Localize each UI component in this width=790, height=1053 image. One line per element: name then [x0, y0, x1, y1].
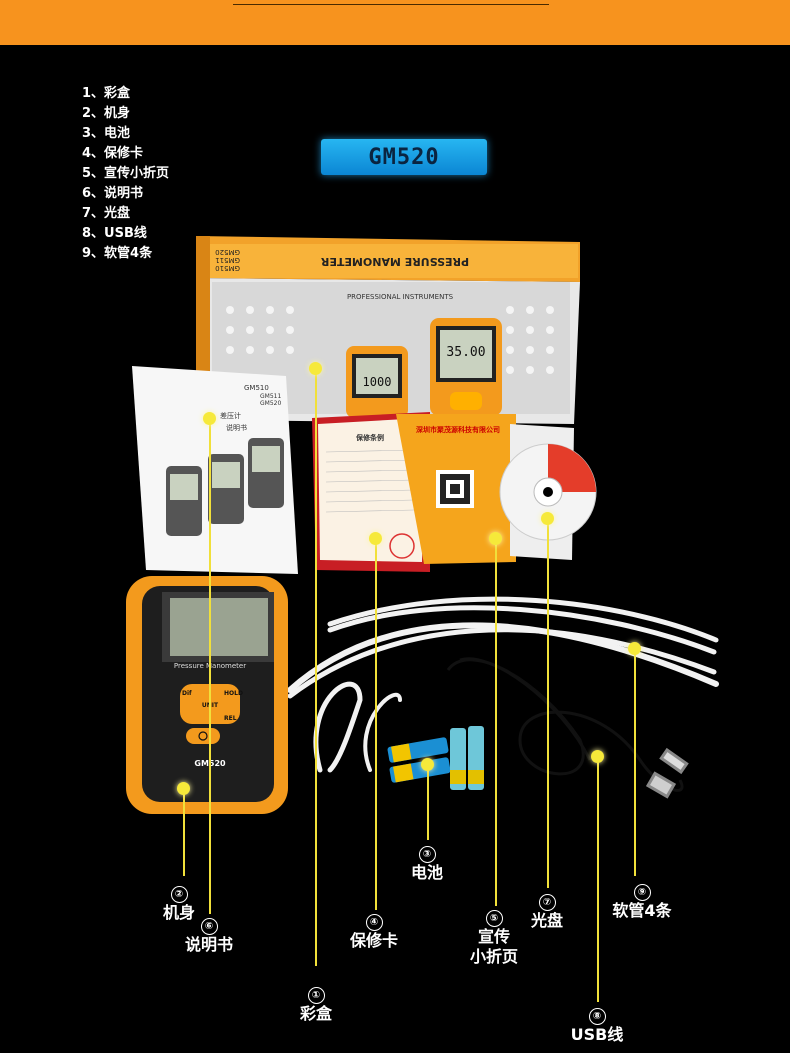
box-display: 35.00	[446, 345, 485, 360]
callout-label: 彩盒	[299, 1004, 332, 1023]
leader-line-8	[597, 756, 599, 1002]
callout-label: 保修卡	[349, 931, 398, 950]
callout-label: USB线	[570, 1025, 624, 1044]
marker-dot	[369, 532, 382, 545]
callout-usb: ⑧ USB线	[566, 1004, 628, 1045]
manual-title: 差压计	[220, 411, 241, 420]
batteries	[387, 726, 484, 790]
list-item: 2、机身	[82, 106, 131, 121]
box-model: GM510	[215, 264, 240, 272]
manometer-device: Pressure Manometer Dif HOLD UNIT REL GM5…	[126, 576, 288, 814]
callout-number: ⑧	[588, 1008, 606, 1025]
warranty-card: 保修条例	[312, 412, 430, 572]
callout-label: 电池	[410, 863, 443, 882]
color-box: PRESSURE MANOMETER GM520 GM511 GM510 PRO…	[196, 236, 580, 424]
marker-dot	[421, 758, 434, 771]
list-item: 7、光盘	[82, 206, 131, 221]
callout-number: ②	[170, 886, 188, 903]
callout-label: 光盘	[530, 911, 563, 930]
callout-battery: ③ 电池	[404, 842, 450, 883]
leader-line-5	[495, 538, 497, 906]
box-title: PRESSURE MANOMETER	[320, 255, 469, 268]
manual-model: GM520	[260, 400, 281, 407]
list-item: 3、电池	[82, 126, 131, 141]
leader-line-2	[183, 788, 185, 876]
warranty-title: 保修条例	[355, 433, 384, 442]
leader-line-9	[634, 648, 636, 876]
marker-dot	[309, 362, 322, 375]
marker-dot	[541, 512, 554, 525]
leader-line-3	[427, 764, 429, 840]
callout-manual: ⑥ 说明书	[180, 914, 238, 955]
box-model: GM511	[215, 256, 240, 264]
callout-cd: ⑦ 光盘	[524, 890, 570, 931]
callout-tubes: ⑨ 软管4条	[604, 880, 680, 921]
callout-number: ⑦	[538, 894, 556, 911]
leader-line-6	[209, 418, 211, 914]
soft-tubes	[287, 596, 719, 773]
list-item: 5、宣传小折页	[82, 166, 170, 181]
list-item: 1、彩盒	[82, 86, 131, 101]
marker-dot	[591, 750, 604, 763]
list-item: 9、软管4条	[82, 246, 153, 261]
box-subtitle: PROFESSIONAL INSTRUMENTS	[347, 293, 454, 301]
marker-dot	[489, 532, 502, 545]
callout-leaflet: ⑤ 宣传 小折页	[462, 906, 526, 967]
model-badge: GM520	[321, 139, 487, 175]
leader-line-4	[375, 538, 377, 910]
list-item: 4、保修卡	[82, 146, 144, 161]
box-model: GM520	[215, 248, 240, 256]
list-item: 8、USB线	[82, 226, 147, 241]
callout-label: 软管4条	[612, 901, 672, 920]
callout-number: ③	[418, 846, 436, 863]
callout-warranty: ④ 保修卡	[344, 910, 404, 951]
callout-box: ① 彩盒	[290, 983, 342, 1024]
callout-number: ⑨	[633, 884, 651, 901]
manual-model: GM510	[244, 384, 269, 392]
callout-label: 小折页	[469, 947, 518, 966]
callout-number: ⑤	[485, 910, 503, 927]
cd-disc	[499, 424, 597, 560]
device-button-label: REL	[224, 715, 237, 722]
leaflet-company: 深圳市聚茂源科技有限公司	[416, 425, 500, 434]
box-display: 1000	[363, 375, 392, 389]
manual-subtitle: 说明书	[226, 423, 247, 432]
banner-divider	[233, 4, 549, 5]
callout-label: 宣传	[477, 927, 510, 946]
leader-line-1	[315, 368, 317, 966]
callout-device: ② 机身	[156, 882, 202, 923]
leader-line-7	[547, 518, 549, 888]
callout-number: ⑥	[200, 918, 218, 935]
device-button-label: Dif	[182, 690, 192, 697]
usb-cable	[446, 657, 689, 799]
callout-number: ④	[365, 914, 383, 931]
marker-dot	[177, 782, 190, 795]
callout-label: 机身	[162, 903, 195, 922]
manual-model: GM511	[260, 393, 281, 400]
list-item: 6、说明书	[82, 186, 144, 201]
top-banner	[0, 0, 790, 45]
promo-leaflet: 深圳市聚茂源科技有限公司	[396, 414, 516, 564]
callout-label: 说明书	[184, 935, 233, 954]
marker-dot	[203, 412, 216, 425]
marker-dot	[628, 642, 641, 655]
contents-list: 1、彩盒 2、机身 3、电池 4、保修卡 5、宣传小折页 6、说明书 7、光盘 …	[82, 84, 169, 264]
callout-number: ①	[307, 987, 325, 1004]
manual-booklet: GM510 GM511 GM520 差压计 说明书	[132, 366, 298, 574]
device-button-label: HOLD	[224, 690, 243, 697]
